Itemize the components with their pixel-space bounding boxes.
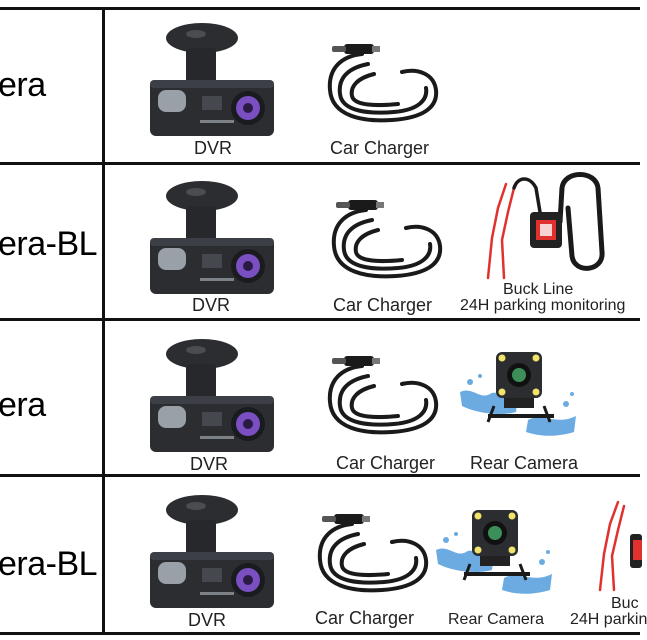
item-label-car-charger: Car Charger bbox=[330, 138, 430, 158]
item-label-rear-camera: Rear Camera bbox=[448, 611, 545, 628]
model-name-row-4: era-BL bbox=[0, 545, 98, 583]
car-charger-icon bbox=[331, 200, 443, 279]
dvr-icon bbox=[150, 495, 274, 608]
row-divider-bottom bbox=[0, 632, 640, 635]
row-divider-1 bbox=[0, 162, 640, 165]
item-sublabel-parking-monitoring: 24H parkin bbox=[570, 611, 647, 628]
item-label-car-charger: Car Charger bbox=[336, 453, 436, 473]
dvr-icon bbox=[150, 339, 274, 452]
buck-line-icon bbox=[486, 172, 605, 280]
item-label-buck-line: Buc bbox=[611, 595, 639, 612]
dvr-icon bbox=[150, 23, 274, 136]
item-label-dvr: DVR bbox=[194, 138, 233, 158]
model-name-row-1: era bbox=[0, 66, 46, 104]
model-name-row-2: era-BL bbox=[0, 225, 98, 263]
item-label-buck-line: Buck Line bbox=[503, 281, 574, 298]
buck-line-icon bbox=[598, 500, 642, 592]
model-name-row-3: era bbox=[0, 386, 46, 424]
item-label-car-charger: Car Charger bbox=[315, 608, 415, 628]
row-divider-top bbox=[0, 7, 640, 10]
car-charger-icon bbox=[317, 514, 429, 593]
item-label-rear-camera: Rear Camera bbox=[470, 453, 579, 473]
item-label-dvr: DVR bbox=[188, 610, 227, 630]
item-label-dvr: DVR bbox=[192, 295, 231, 315]
rear-camera-icon bbox=[436, 510, 552, 594]
item-label-car-charger: Car Charger bbox=[333, 295, 433, 315]
item-label-dvr: DVR bbox=[190, 454, 229, 474]
item-sublabel-parking-monitoring: 24H parking monitoring bbox=[460, 297, 626, 314]
rear-camera-icon bbox=[460, 352, 576, 436]
dvr-icon bbox=[150, 181, 274, 294]
row-divider-3 bbox=[0, 474, 640, 477]
car-charger-icon bbox=[327, 356, 439, 435]
row-divider-2 bbox=[0, 318, 640, 321]
car-charger-icon bbox=[327, 44, 439, 123]
column-divider bbox=[102, 8, 105, 635]
